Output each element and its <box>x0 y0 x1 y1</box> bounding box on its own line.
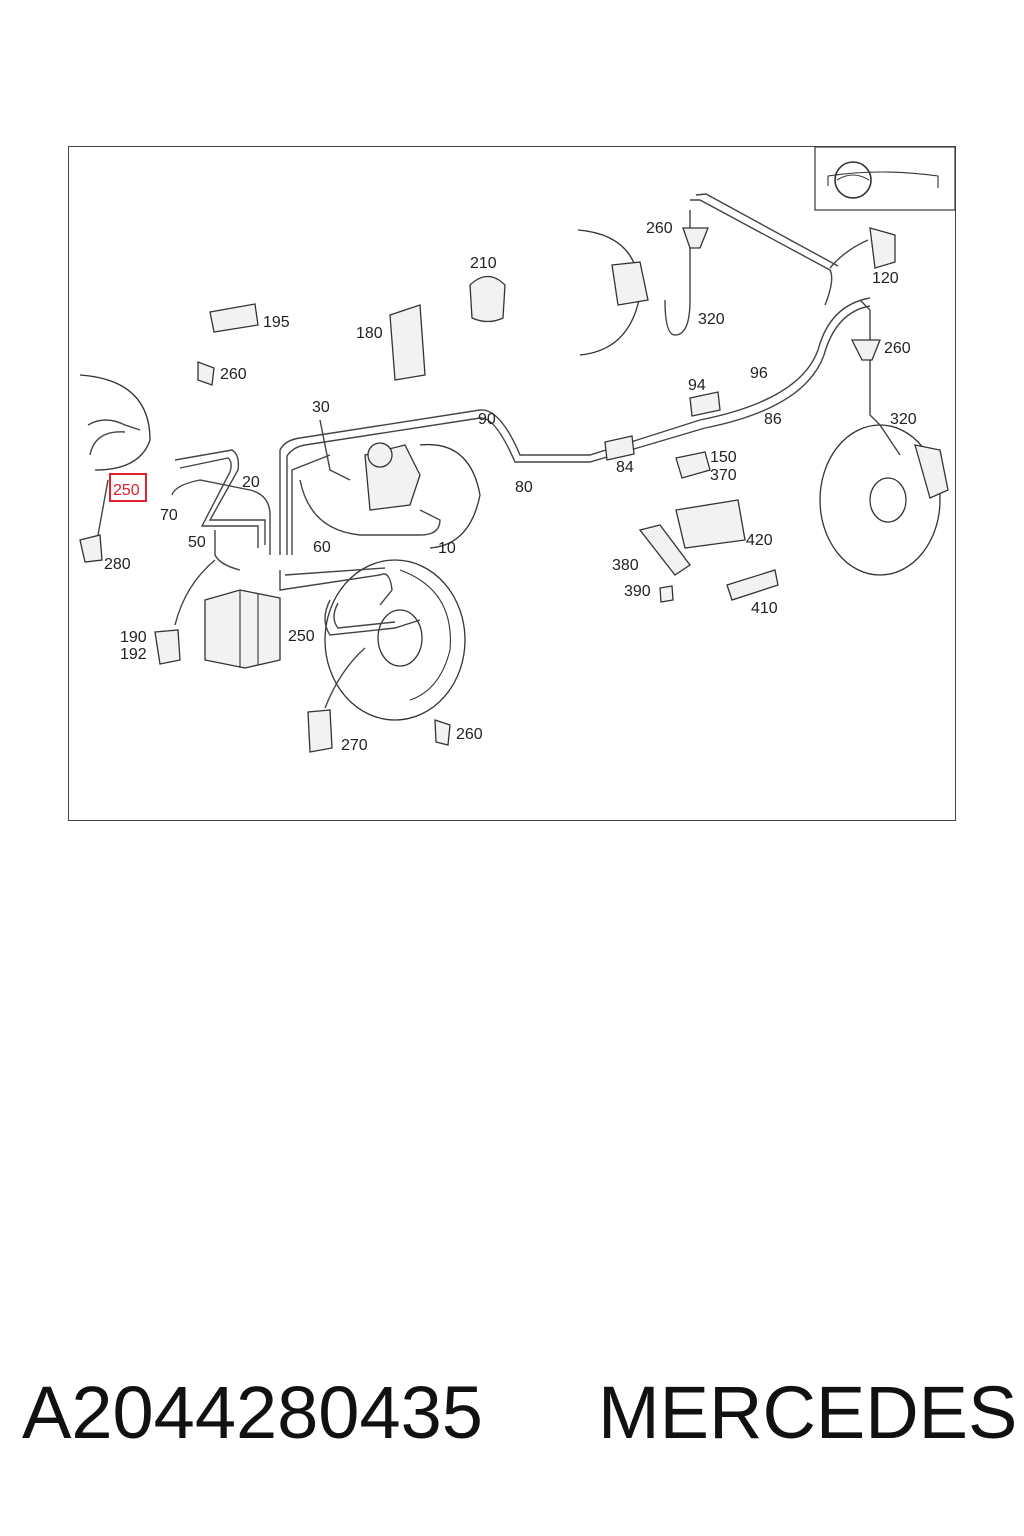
brand-name: MERCEDES <box>598 1371 1018 1454</box>
clip-260-bottom <box>434 719 451 746</box>
callout-labels: 10 20 30 50 60 70 80 84 86 90 94 96 120 … <box>104 220 917 754</box>
caption-bar: A2044280435 MERCEDES <box>0 1370 1024 1480</box>
callout-420: 420 <box>746 532 773 549</box>
bracket-180 <box>389 304 426 381</box>
right-brake-disc <box>819 424 949 576</box>
clip-210 <box>469 275 506 323</box>
front-left-brake-disc <box>79 374 151 471</box>
callout-84: 84 <box>616 459 634 476</box>
pointer-arrows <box>97 239 869 709</box>
callout-260-right: 260 <box>884 340 911 357</box>
callout-70: 70 <box>160 507 178 524</box>
callout-30: 30 <box>312 399 330 416</box>
callout-195: 195 <box>263 314 290 331</box>
connector-94 <box>689 391 721 417</box>
callout-260-top: 260 <box>646 220 673 237</box>
callout-180: 180 <box>356 325 383 342</box>
brake-line-diagram: 10 20 30 50 60 70 80 84 86 90 94 96 120 … <box>79 146 956 754</box>
bracket-260-top <box>682 227 709 249</box>
callout-210: 210 <box>470 255 497 272</box>
callout-250-highlighted: 250 <box>113 482 140 499</box>
sensor-270 <box>307 709 333 753</box>
sensor-190 <box>154 629 181 665</box>
holder-380 <box>638 524 691 576</box>
rear-brake-disc <box>577 229 649 356</box>
callout-280: 280 <box>104 556 131 573</box>
callout-260-bottom: 260 <box>456 726 483 743</box>
callout-250: 250 <box>288 628 315 645</box>
hose-150 <box>675 451 711 479</box>
callout-20: 20 <box>242 474 260 491</box>
logo-box <box>814 146 956 211</box>
callout-380: 380 <box>612 557 639 574</box>
steering-wheel-icon <box>834 161 872 199</box>
callout-90: 90 <box>478 411 496 428</box>
callout-190: 190 <box>120 629 147 646</box>
highlight-box <box>109 473 147 502</box>
callout-320-right: 320 <box>890 411 917 428</box>
brake-booster <box>364 442 481 549</box>
callout-192: 192 <box>120 646 147 663</box>
callout-60: 60 <box>313 539 331 556</box>
brake-lines <box>171 193 901 636</box>
callout-94: 94 <box>688 377 706 394</box>
callout-120: 120 <box>872 270 899 287</box>
connector-84 <box>604 435 635 461</box>
callout-96: 96 <box>750 365 768 382</box>
callout-270: 270 <box>341 737 368 754</box>
clip-195 <box>209 303 259 333</box>
clip-120 <box>869 227 896 269</box>
callout-10: 10 <box>438 540 456 557</box>
callout-370: 370 <box>710 467 737 484</box>
front-center-brake-disc <box>324 559 466 721</box>
clip-420 <box>675 499 746 549</box>
callout-410: 410 <box>751 600 778 617</box>
callout-260-left: 260 <box>220 366 247 383</box>
callout-50: 50 <box>188 534 206 551</box>
callout-390: 390 <box>624 583 651 600</box>
clip-260-left <box>197 361 215 386</box>
callout-86: 86 <box>764 411 782 428</box>
abs-hydraulic-unit <box>204 589 281 669</box>
small-parts <box>79 227 896 753</box>
bracket-260-right <box>850 339 881 361</box>
callout-80: 80 <box>515 479 533 496</box>
sensor-280 <box>79 534 103 563</box>
sleeve-410 <box>726 569 779 601</box>
part-number: A2044280435 <box>22 1371 483 1454</box>
grommet-390 <box>659 585 674 603</box>
callout-320-top: 320 <box>698 311 725 328</box>
callout-150: 150 <box>710 449 737 466</box>
